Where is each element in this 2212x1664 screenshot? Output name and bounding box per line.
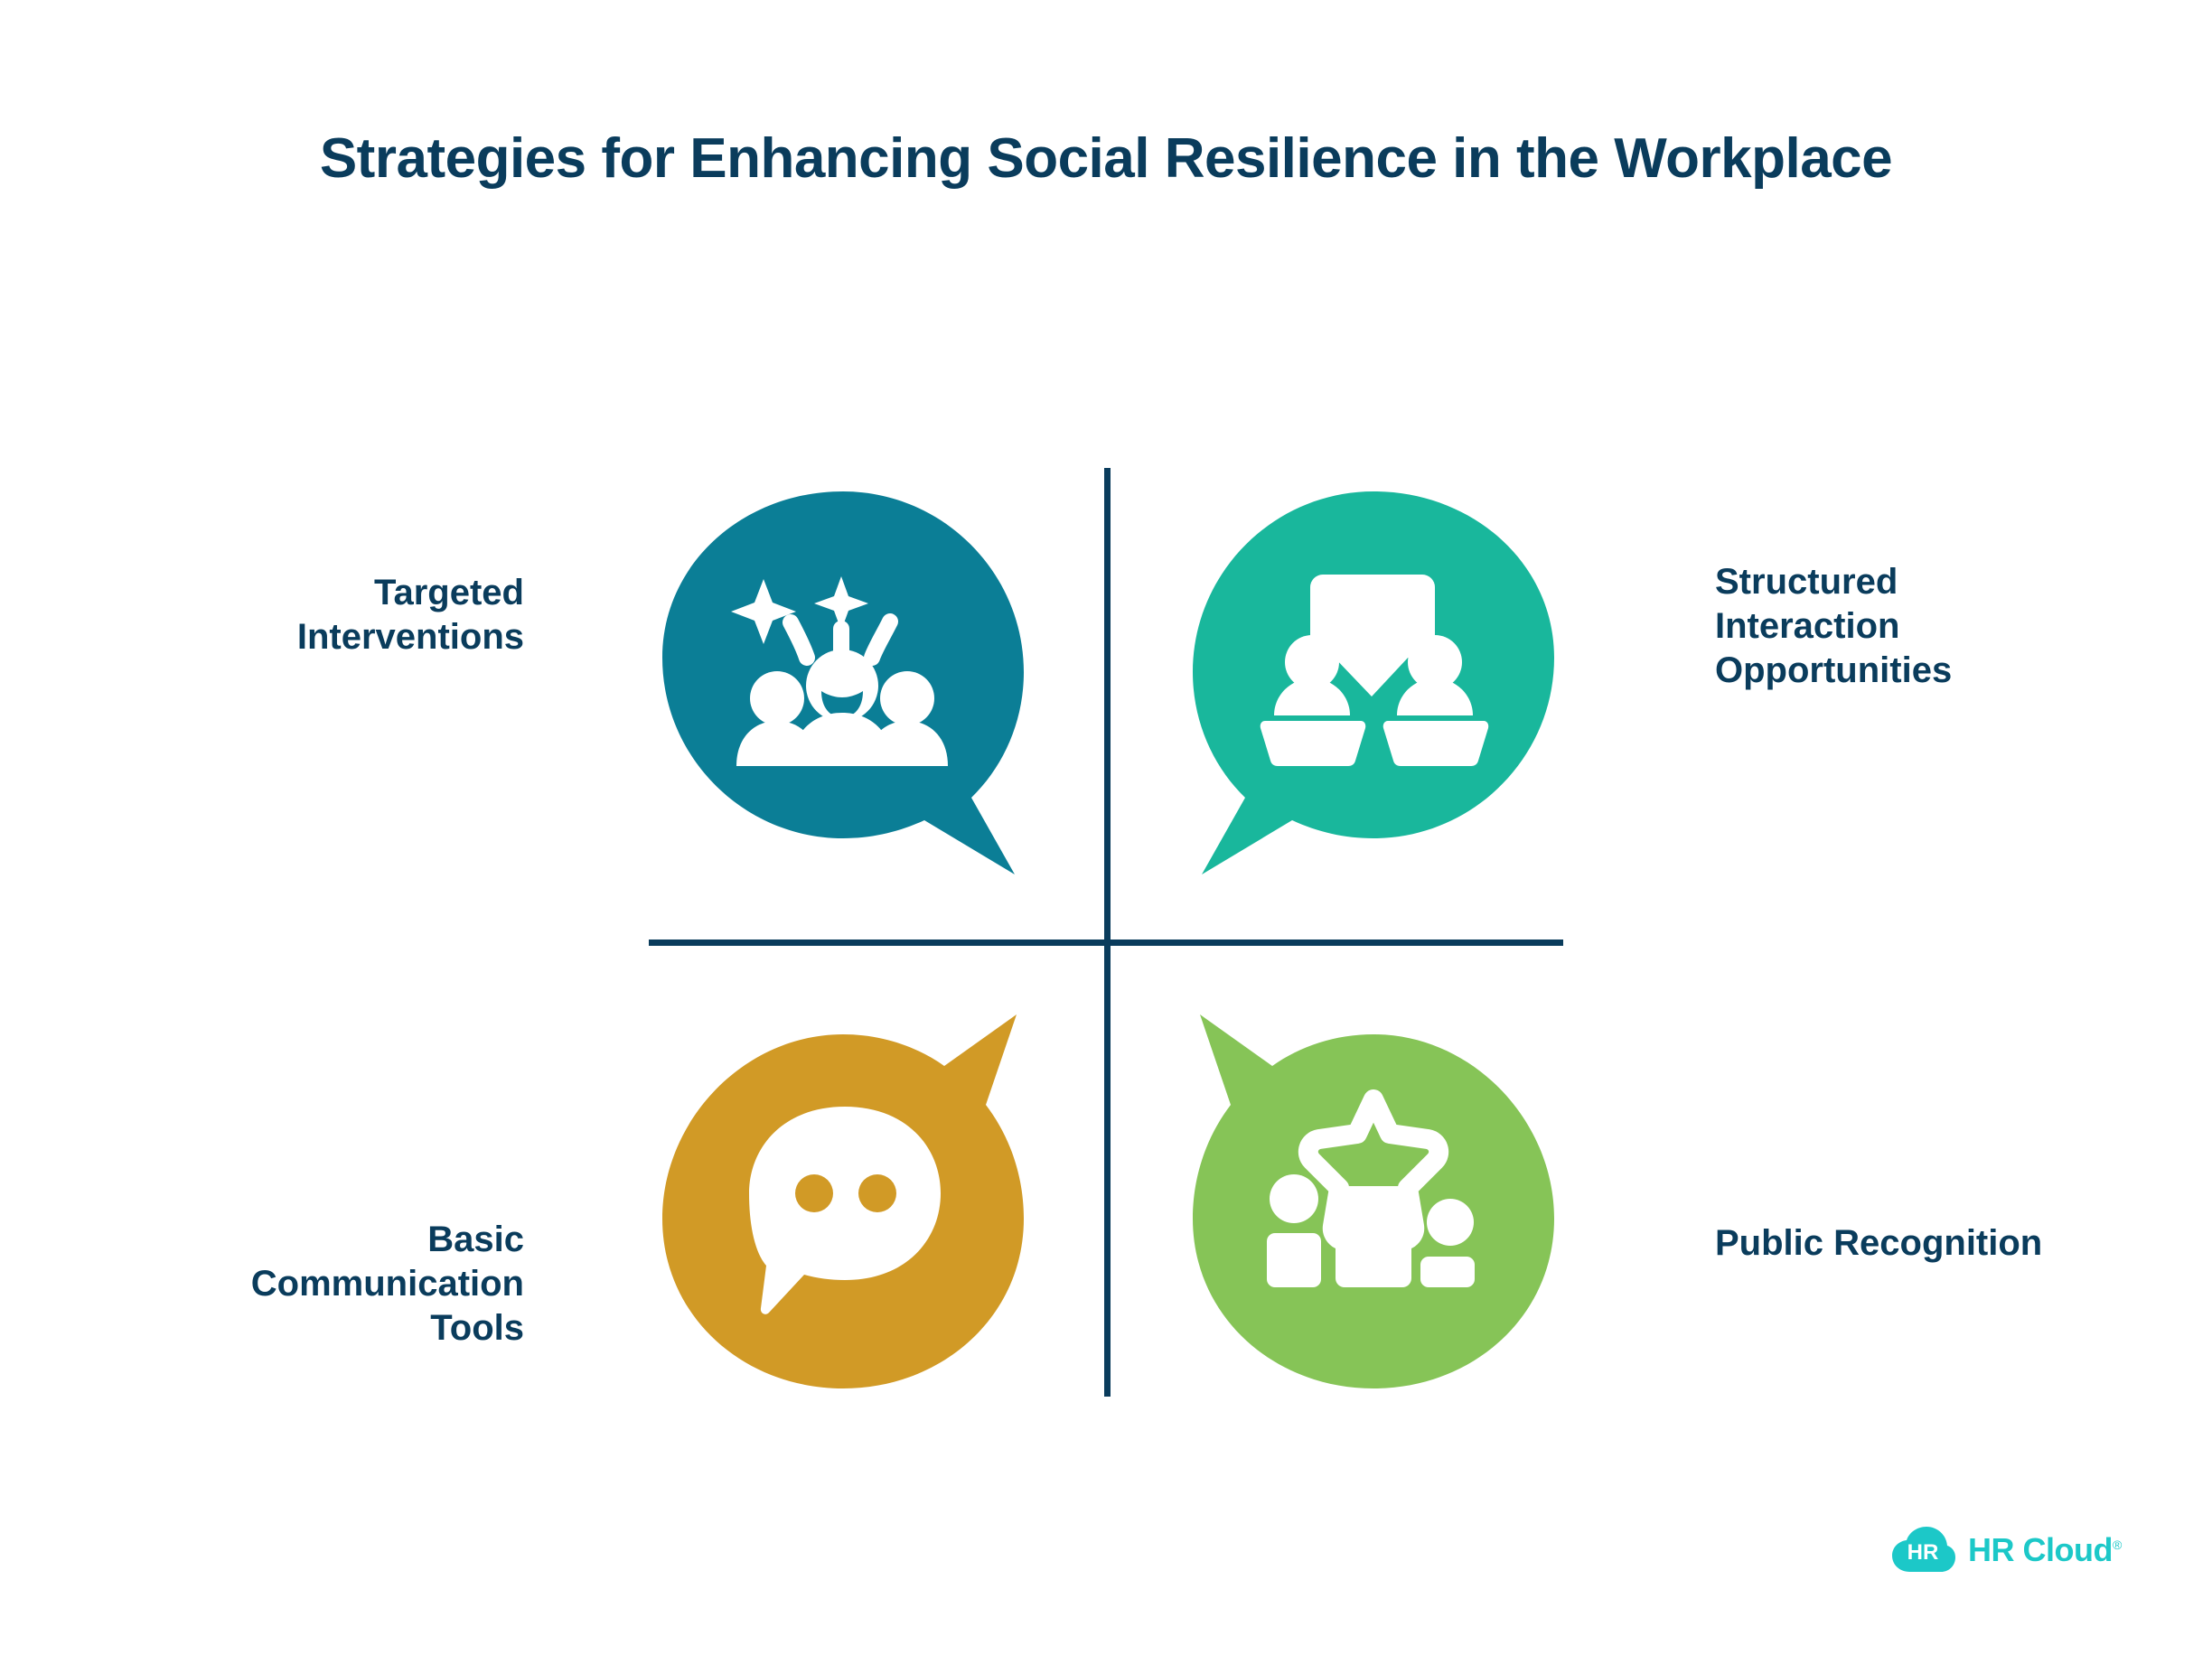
hr-cloud-mark-icon: HR — [1892, 1527, 1955, 1572]
chat-ellipsis-speech-bubble-icon — [653, 998, 1033, 1396]
axis-horizontal-divider — [649, 940, 1563, 946]
hr-cloud-wordmark: HR Cloud® — [1968, 1531, 2122, 1569]
quadrant-label-public-recognition: Public Recognition — [1715, 1223, 2043, 1263]
hr-cloud-mark-text: HR — [1907, 1540, 1939, 1565]
meeting-presentation-speech-bubble-icon — [1184, 484, 1563, 882]
hr-cloud-wordmark-text: HR Cloud — [1968, 1531, 2113, 1568]
page-title: Strategies for Enhancing Social Resilien… — [319, 127, 1893, 190]
quadrant-label-basic-communication-tools: Basic Communication Tools — [250, 1220, 524, 1348]
hr-cloud-logo: HR HR Cloud® — [1890, 1527, 2122, 1574]
quadrant-label-targeted-interventions: Targeted Interventions — [296, 573, 524, 657]
quadrant-label-structured-interaction-opportunities: Structured Interaction Opportunities — [1715, 562, 1953, 690]
trademark-symbol: ® — [2112, 1538, 2122, 1552]
podium-star-award-speech-bubble-icon — [1184, 998, 1563, 1396]
axis-vertical-divider — [1104, 468, 1111, 1397]
people-celebrating-speech-bubble-icon — [653, 484, 1033, 882]
